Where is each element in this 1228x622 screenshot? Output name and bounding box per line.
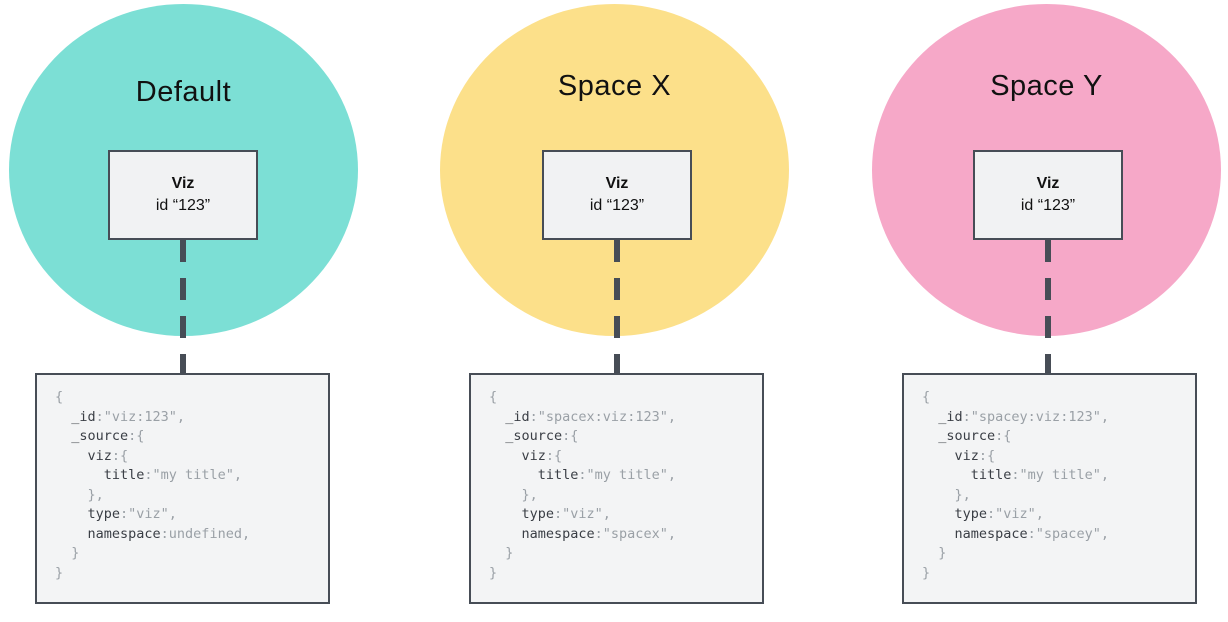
- saved-object-code-space-y: { _id:"spacey:viz:123", _source:{ viz:{ …: [902, 373, 1197, 604]
- space-title-space-y: Space Y: [990, 70, 1103, 102]
- space-title-default: Default: [135, 76, 232, 108]
- viz-node-default: Viz id “123”: [108, 150, 258, 240]
- viz-node-id: id “123”: [1020, 197, 1076, 214]
- viz-node-id: id “123”: [589, 197, 645, 214]
- viz-node-space-x: Viz id “123”: [542, 150, 692, 240]
- saved-object-code-space-x: { _id:"spacex:viz:123", _source:{ viz:{ …: [469, 373, 764, 604]
- viz-node-id: id “123”: [155, 197, 211, 214]
- viz-node-title: Viz: [605, 175, 629, 192]
- saved-object-code-default: { _id:"viz:123", _source:{ viz:{ title:"…: [35, 373, 330, 604]
- dashed-connector-space-x: [614, 240, 620, 373]
- viz-node-space-y: Viz id “123”: [973, 150, 1123, 240]
- viz-node-title: Viz: [1036, 175, 1060, 192]
- space-title-space-x: Space X: [557, 70, 672, 102]
- dashed-connector-space-y: [1045, 240, 1051, 373]
- viz-node-title: Viz: [171, 175, 195, 192]
- dashed-connector-default: [180, 240, 186, 373]
